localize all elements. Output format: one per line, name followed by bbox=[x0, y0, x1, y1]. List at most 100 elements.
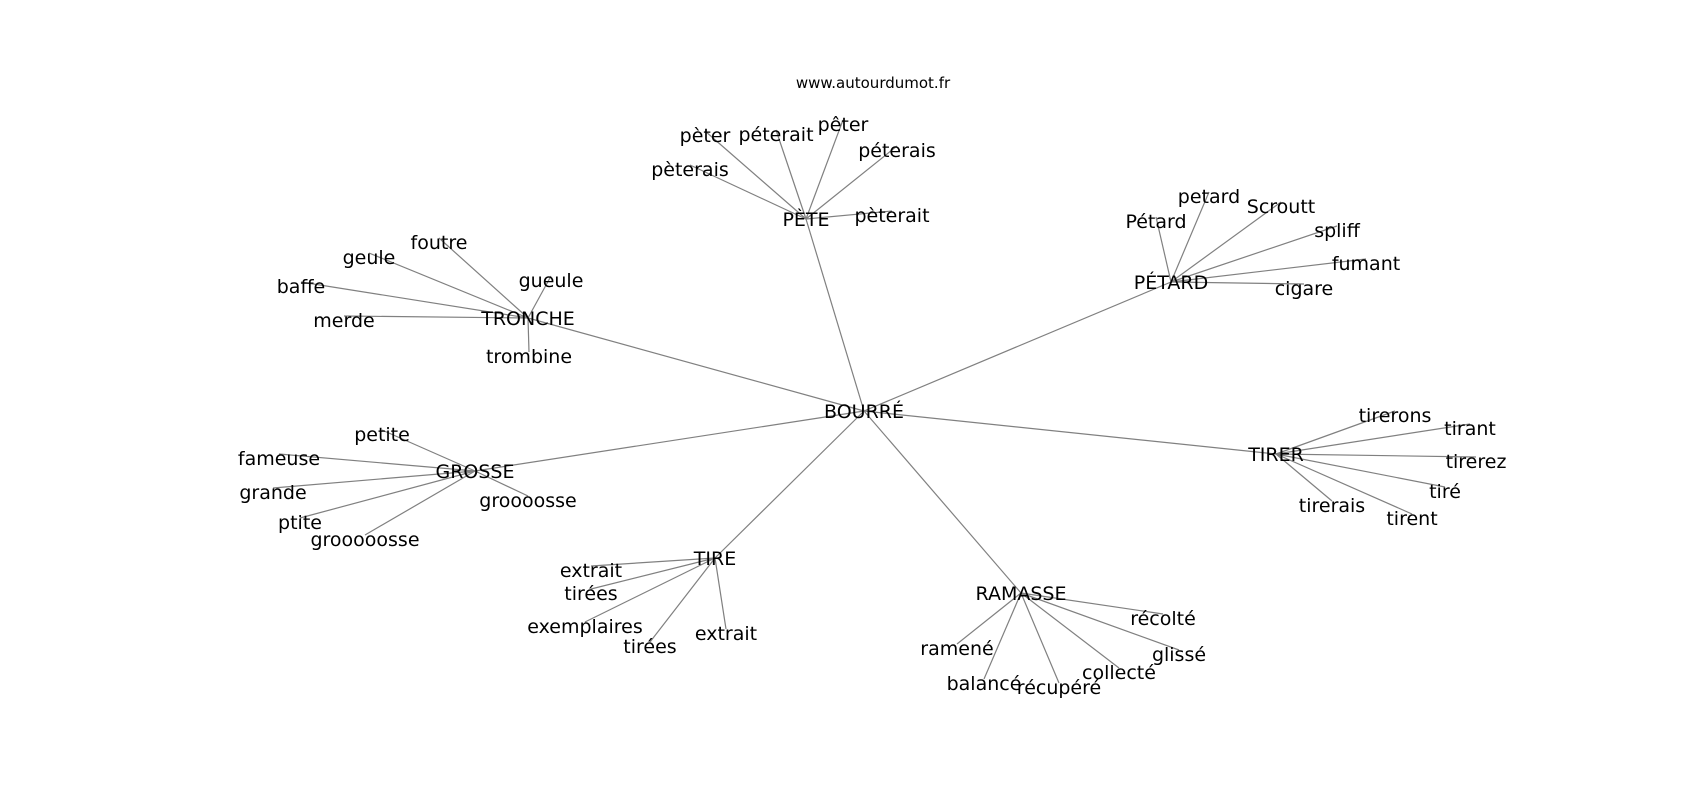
word-node-ramasse-0: récolté bbox=[1130, 608, 1196, 630]
word-node-ramasse-4: balancé bbox=[947, 673, 1022, 695]
edge-center-grosse bbox=[474, 410, 865, 472]
edge-tirer-word-2 bbox=[1275, 453, 1477, 458]
word-node-ramasse-3: récupéré bbox=[1017, 677, 1101, 699]
edge-center-tirer bbox=[863, 410, 1277, 455]
edge-center-pete bbox=[805, 218, 865, 412]
edge-grosse-word-2 bbox=[272, 470, 476, 489]
word-node-tronche-2: gueule bbox=[519, 270, 584, 292]
word-node-tire-2: exemplaires bbox=[527, 616, 642, 638]
labels: www.autourdumot.fr BOURRÉ PÈTE pèter péter… bbox=[238, 74, 1507, 699]
word-node-petard-5: cigare bbox=[1275, 278, 1334, 300]
word-node-tirer-4: tirerais bbox=[1299, 495, 1365, 517]
hub-node-tirer: TIRER bbox=[1247, 444, 1304, 466]
edge-petard-word-0 bbox=[1155, 216, 1172, 283]
edge-ramasse-word-3 bbox=[1020, 592, 1060, 684]
edge-tire-word-4 bbox=[714, 557, 727, 630]
edge-tirer-word-0 bbox=[1275, 410, 1396, 455]
edge-grosse-word-5 bbox=[364, 470, 476, 536]
edge-ramasse-word-1 bbox=[1020, 592, 1180, 651]
edge-tronche-word-5 bbox=[527, 317, 530, 353]
word-node-ramasse-5: ramené bbox=[920, 638, 993, 660]
hub-node-petard: PÉTARD bbox=[1134, 271, 1208, 294]
edge-grosse-word-1 bbox=[278, 453, 476, 472]
source-url-label[interactable]: www.autourdumot.fr bbox=[796, 74, 951, 92]
edge-center-tire bbox=[714, 410, 865, 559]
edge-petard-word-3 bbox=[1170, 225, 1338, 283]
word-node-ramasse-2: collecté bbox=[1082, 662, 1156, 684]
edge-tirer-word-3 bbox=[1275, 453, 1446, 488]
edge-pete-word-4 bbox=[689, 164, 807, 220]
edge-center-ramasse bbox=[863, 410, 1022, 594]
edge-pete-word-2 bbox=[805, 119, 844, 220]
word-node-tronche-5: trombine bbox=[486, 346, 572, 368]
word-node-pete-2: pêter bbox=[818, 114, 869, 136]
edge-center-tronche bbox=[527, 317, 865, 412]
edge-tire-word-3 bbox=[649, 557, 716, 643]
word-node-ramasse-1: glissé bbox=[1152, 644, 1206, 666]
word-node-pete-4: pèterais bbox=[651, 159, 729, 181]
word-node-tirer-5: tirent bbox=[1386, 508, 1437, 530]
word-node-tirer-3: tiré bbox=[1429, 481, 1461, 503]
edge-tirer-word-5 bbox=[1275, 453, 1413, 515]
word-node-grosse-5: grooooosse bbox=[310, 529, 419, 551]
edge-tirer-word-4 bbox=[1275, 453, 1333, 502]
edge-ramasse-word-2 bbox=[1020, 592, 1120, 669]
word-node-grosse-2: grande bbox=[239, 482, 306, 504]
word-node-tire-3: tirées bbox=[623, 636, 676, 658]
edge-center-petard bbox=[863, 281, 1172, 412]
word-node-petard-1: petard bbox=[1178, 186, 1240, 208]
edge-pete-word-5 bbox=[805, 210, 893, 220]
word-node-grosse-4: groooosse bbox=[479, 490, 576, 512]
edge-grosse-word-0 bbox=[381, 429, 476, 472]
edges bbox=[272, 119, 1477, 684]
word-node-pete-1: péterait bbox=[738, 124, 813, 146]
word-node-petard-0: Pétard bbox=[1125, 211, 1186, 233]
word-node-petard-2: Scroutt bbox=[1247, 196, 1315, 218]
word-node-tronche-4: merde bbox=[313, 310, 374, 332]
hub-node-grosse: GROSSE bbox=[435, 461, 514, 483]
edge-ramasse-word-4 bbox=[983, 592, 1022, 680]
edge-ramasse-word-5 bbox=[956, 592, 1022, 645]
word-node-tirer-2: tirerez bbox=[1446, 451, 1507, 473]
word-node-tire-0: extrait bbox=[560, 560, 622, 582]
word-node-pete-5: pèterait bbox=[854, 205, 929, 227]
word-node-tronche-3: baffe bbox=[277, 276, 325, 298]
word-node-tronche-1: geule bbox=[343, 247, 396, 269]
edge-tire-word-2 bbox=[584, 557, 716, 623]
word-node-tronche-0: foutre bbox=[411, 232, 468, 254]
edge-grosse-word-3 bbox=[299, 470, 476, 519]
word-node-petard-4: fumant bbox=[1332, 253, 1400, 275]
edge-tronche-word-3 bbox=[300, 281, 529, 319]
word-node-grosse-1: fameuse bbox=[238, 448, 320, 470]
edge-tire-word-0 bbox=[590, 557, 716, 567]
edge-grosse-word-4 bbox=[474, 470, 529, 497]
edge-tronche-word-2 bbox=[527, 275, 552, 319]
center-node-label: BOURRÉ bbox=[824, 400, 904, 423]
word-node-tirer-0: tirerons bbox=[1359, 405, 1432, 427]
edge-tronche-word-0 bbox=[438, 237, 529, 319]
edge-petard-word-4 bbox=[1170, 258, 1367, 283]
hub-node-pete: PÈTE bbox=[782, 208, 829, 231]
edge-ramasse-word-0 bbox=[1020, 592, 1164, 615]
word-node-tirer-1: tirant bbox=[1444, 418, 1496, 440]
word-node-petard-3: spliff bbox=[1314, 220, 1361, 242]
word-node-grosse-0: petite bbox=[354, 424, 410, 446]
hub-node-tronche: TRONCHE bbox=[480, 308, 575, 330]
edge-petard-word-2 bbox=[1170, 201, 1282, 283]
edge-tronche-word-1 bbox=[368, 252, 529, 319]
word-node-tire-1: tirées bbox=[564, 583, 617, 605]
edge-tirer-word-1 bbox=[1275, 423, 1471, 455]
word-node-pete-3: péterais bbox=[858, 140, 936, 162]
edge-tire-word-1 bbox=[590, 557, 716, 590]
edge-petard-word-1 bbox=[1170, 191, 1210, 283]
word-node-grosse-3: ptite bbox=[278, 512, 322, 534]
hub-node-tire: TIRE bbox=[693, 548, 736, 570]
edge-petard-word-5 bbox=[1170, 281, 1305, 285]
edge-pete-word-3 bbox=[805, 145, 898, 220]
word-node-pete-0: pèter bbox=[680, 125, 731, 147]
edge-tronche-word-4 bbox=[343, 315, 529, 319]
edge-pete-word-0 bbox=[704, 130, 807, 220]
hub-node-ramasse: RAMASSE bbox=[976, 583, 1067, 605]
edge-pete-word-1 bbox=[775, 129, 807, 220]
